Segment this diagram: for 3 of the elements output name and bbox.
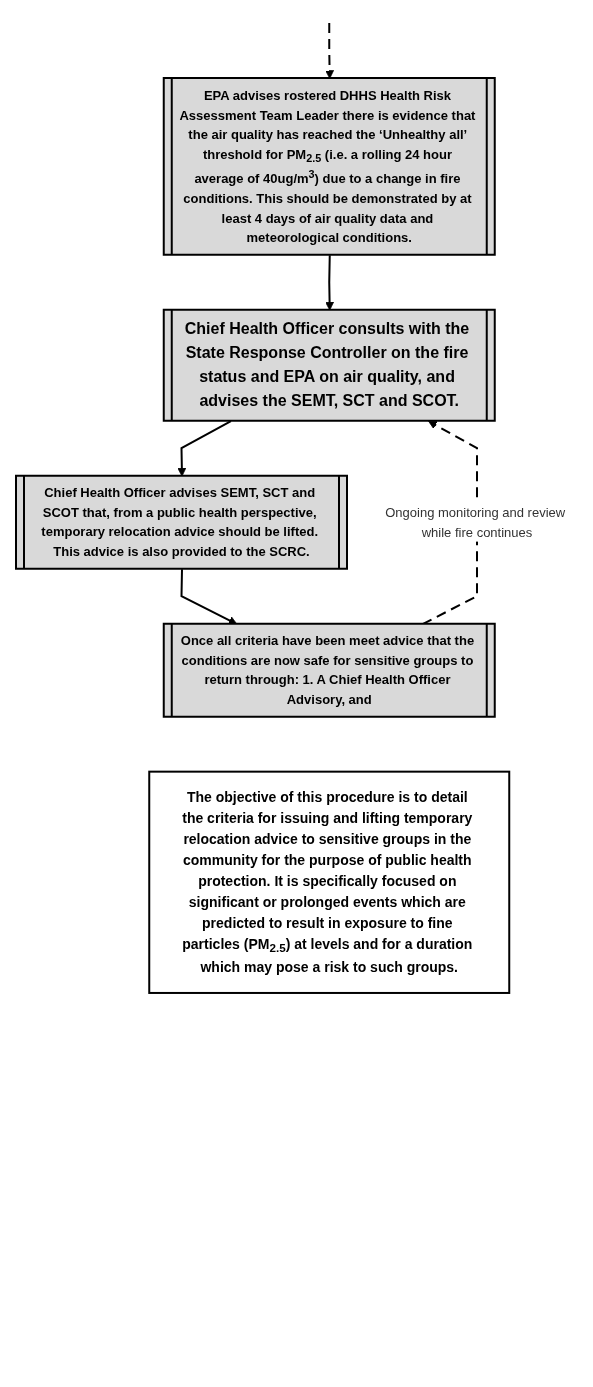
node-box: The objective of this procedure is to detail the criteria for issuing and lifting temporary relocation advice to sensitive groups in the community for the purpose of public health protection. It is specifically focused on significant or prolonged events which are predicted to result in exposure to fine particles (PM$_{2.5}$) at levels and for a duration which may pose a risk to such groups. bbox=[148, 770, 511, 994]
arrow bbox=[325, 22, 334, 79]
edge-label: Ongoing monitoring and review while fire continues bbox=[385, 504, 566, 540]
